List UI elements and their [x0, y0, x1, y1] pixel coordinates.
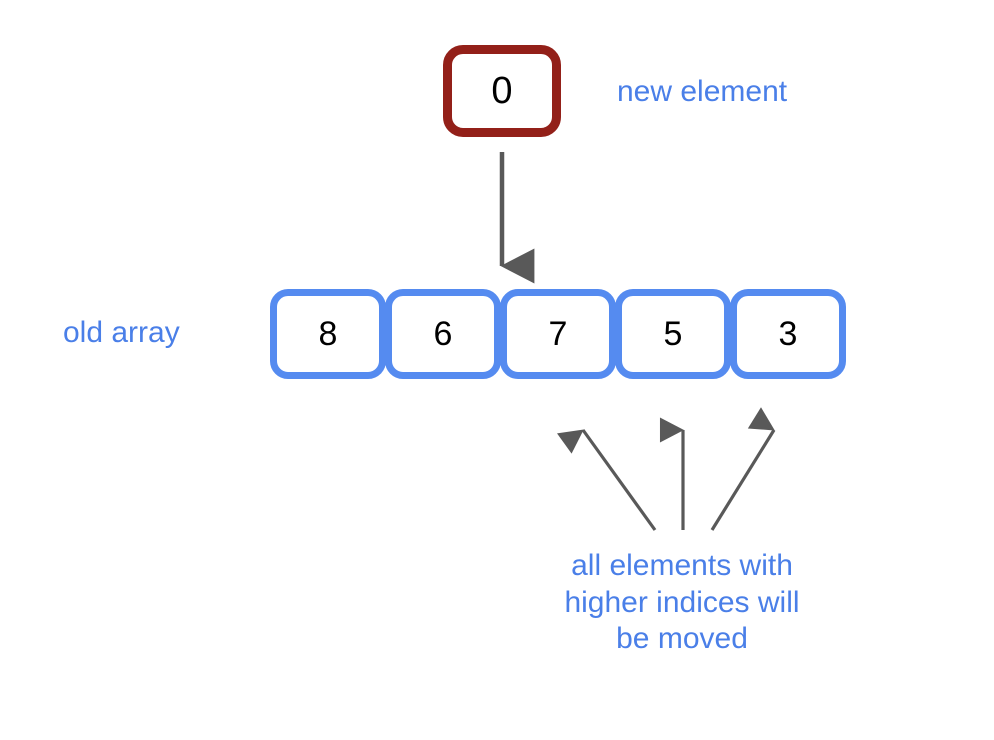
array-cell[interactable]: 8	[270, 289, 386, 379]
array-cell[interactable]: 3	[730, 289, 846, 379]
old-array-row: 8 6 7 5 3	[270, 289, 846, 379]
old-array-label: old array	[63, 316, 180, 349]
array-cell-value: 7	[548, 315, 568, 353]
shift-caption: all elements with higher indices will be…	[497, 548, 867, 658]
up-arrow-to-cell-3	[710, 407, 776, 531]
array-cell-value: 3	[778, 315, 798, 353]
array-cell[interactable]: 5	[615, 289, 731, 379]
new-element-label: new element	[617, 75, 788, 108]
array-cell[interactable]: 7	[500, 289, 616, 379]
new-element-value: 0	[491, 70, 513, 112]
array-cell-value: 8	[318, 315, 338, 353]
shift-caption-line-1: all elements with	[571, 549, 793, 582]
array-cell[interactable]: 6	[385, 289, 501, 379]
array-cell-value: 6	[433, 315, 453, 353]
up-arrow-to-cell-7	[557, 429, 657, 531]
array-cell-value: 5	[663, 315, 683, 353]
shift-caption-line-2: higher indices will	[564, 585, 800, 619]
shift-caption-line-3: be moved	[616, 622, 748, 656]
new-element-box[interactable]: 0	[443, 45, 561, 137]
